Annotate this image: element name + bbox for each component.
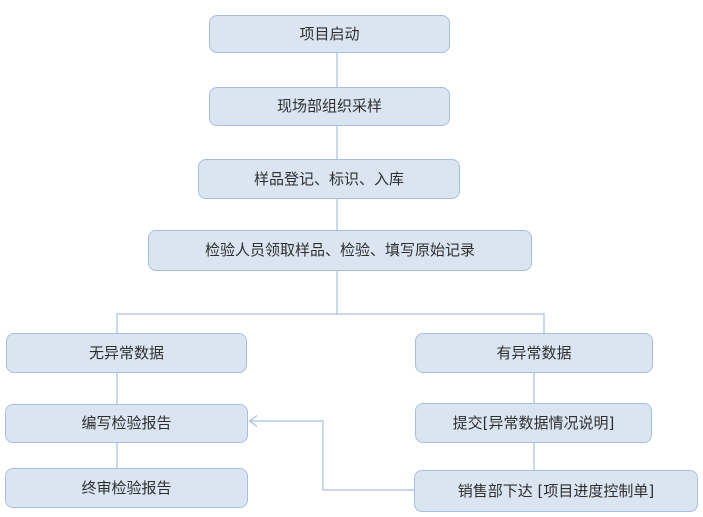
arrowhead-left-icon bbox=[248, 415, 258, 427]
edge-sales-write-feedback bbox=[251, 420, 414, 491]
node-field-sampling: 现场部组织采样 bbox=[209, 87, 450, 126]
node-final-review-report: 终审检验报告 bbox=[5, 468, 248, 508]
edge-branch-horizontal bbox=[116, 313, 545, 333]
node-inspection-records: 检验人员领取样品、检验、填写原始记录 bbox=[148, 230, 532, 271]
node-project-start: 项目启动 bbox=[209, 15, 450, 53]
node-sample-registration: 样品登记、标识、入库 bbox=[198, 159, 460, 199]
node-abnormal-data: 有异常数据 bbox=[415, 333, 653, 373]
node-write-report: 编写检验报告 bbox=[5, 404, 248, 443]
node-no-abnormal-data: 无异常数据 bbox=[6, 333, 247, 373]
node-submit-note: 提交[异常数据情况说明] bbox=[415, 403, 652, 443]
node-sales-issue-control: 销售部下达 [项目进度控制单] bbox=[414, 470, 698, 512]
